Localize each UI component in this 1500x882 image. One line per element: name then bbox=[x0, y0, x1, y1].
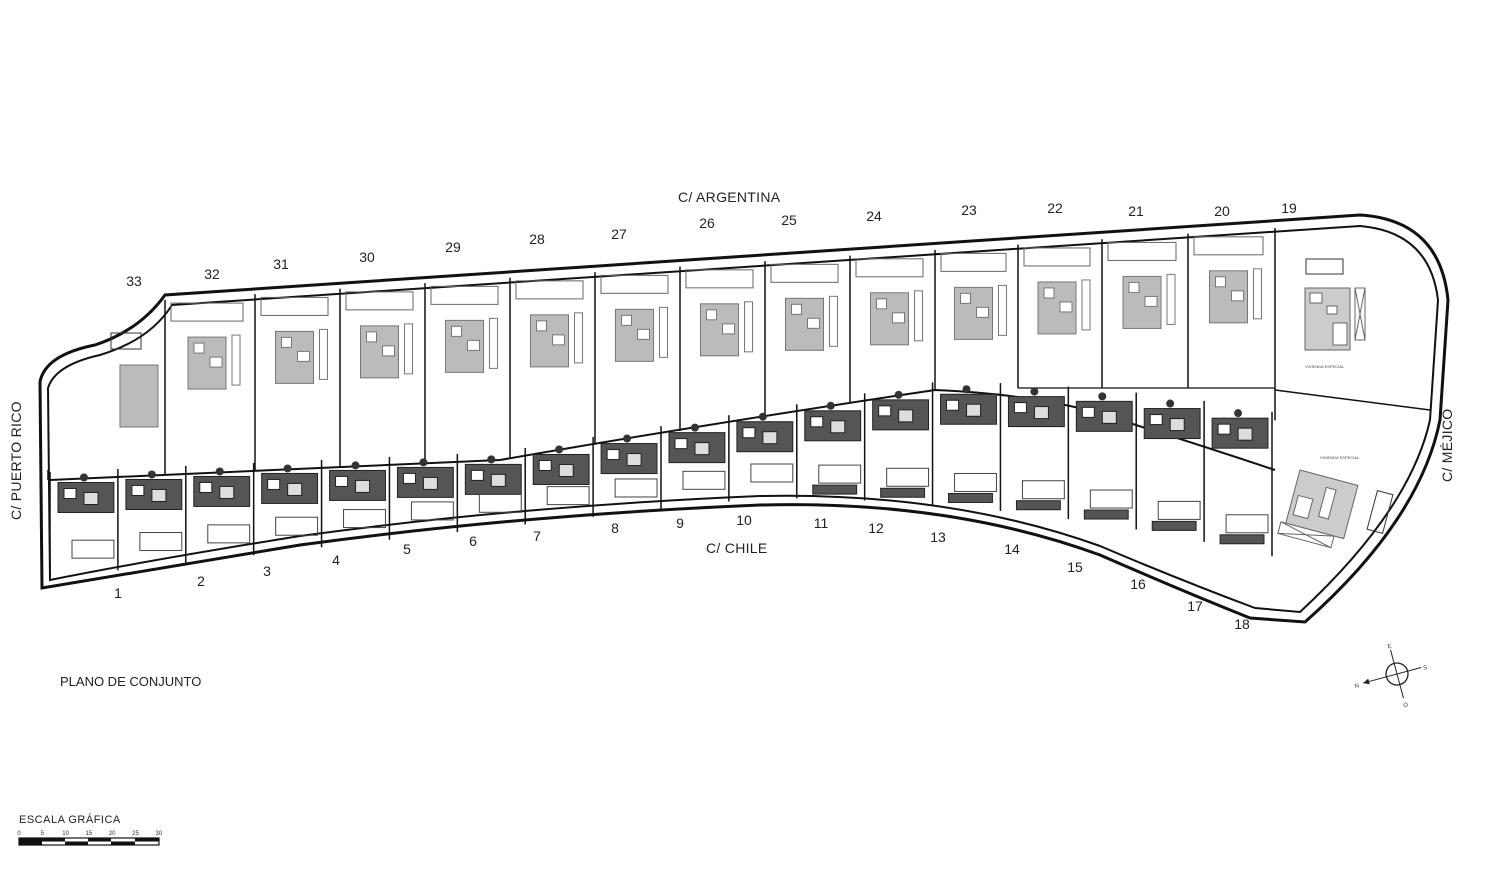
house-plan-top bbox=[515, 280, 584, 368]
house-plan-bottom bbox=[57, 473, 115, 559]
compass-e: E bbox=[1387, 644, 1392, 651]
lot-number: 30 bbox=[359, 249, 375, 265]
house-plan-bottom bbox=[668, 423, 726, 490]
lot-number: 27 bbox=[611, 226, 627, 242]
compass-o: O bbox=[1403, 702, 1409, 709]
lot-number: 26 bbox=[699, 215, 715, 231]
lot-number: 11 bbox=[814, 515, 829, 531]
house-plan-bottom bbox=[125, 470, 183, 552]
lot-number: 19 bbox=[1281, 200, 1297, 216]
graphic-scale: ESCALA GRÁFICA 0 5 10 15 20 25 30 bbox=[17, 813, 163, 846]
house-plan-top bbox=[1193, 236, 1264, 324]
house-plan-top bbox=[1023, 247, 1091, 335]
house-plan-bottom bbox=[804, 401, 862, 495]
house-plan-top bbox=[260, 296, 329, 384]
lot-number: 10 bbox=[736, 512, 752, 528]
house-plan-bottom bbox=[736, 412, 794, 483]
house-plan-bottom bbox=[872, 390, 930, 498]
house-plan-top bbox=[119, 364, 159, 428]
house-plan-bottom bbox=[329, 461, 386, 529]
house-plan-bottom bbox=[1075, 392, 1133, 520]
site-boundary-outer bbox=[38, 213, 1450, 624]
house-plan-top bbox=[1107, 241, 1177, 329]
street-label-west: C/ PUERTO RICO bbox=[8, 401, 24, 520]
lot-number: 4 bbox=[332, 552, 340, 568]
house-plan-bottom bbox=[532, 445, 590, 506]
compass-n: N bbox=[1354, 683, 1360, 690]
lot-number: 14 bbox=[1004, 541, 1020, 557]
special-house-bottom bbox=[1277, 469, 1359, 549]
lot-number: 12 bbox=[868, 520, 884, 536]
scale-tick-label: 15 bbox=[86, 831, 93, 837]
lot-number: 18 bbox=[1234, 616, 1250, 632]
house-plan-top bbox=[170, 302, 244, 390]
house-plan-bottom bbox=[1007, 387, 1065, 511]
street-label-east: C/ MÉJICO bbox=[1439, 409, 1455, 482]
scale-tick-label: 25 bbox=[132, 831, 139, 837]
house-plan-bottom bbox=[1211, 409, 1269, 545]
house-plan-bottom bbox=[600, 434, 658, 498]
house-plan-top bbox=[345, 291, 414, 379]
scale-title: ESCALA GRÁFICA bbox=[19, 813, 121, 826]
lot-number: 24 bbox=[866, 208, 882, 224]
compass-s: S bbox=[1423, 665, 1428, 672]
lot-number: 31 bbox=[273, 256, 289, 272]
house-plan-bottom bbox=[396, 458, 454, 521]
house-plan-bottom bbox=[1143, 399, 1201, 531]
street-label-south: C/ CHILE bbox=[706, 540, 768, 556]
plan-title: PLANO DE CONJUNTO bbox=[60, 674, 201, 689]
lot-number: 17 bbox=[1187, 598, 1203, 614]
house-plan-top bbox=[855, 258, 924, 346]
lot-number: 13 bbox=[930, 529, 946, 545]
lot-number: 15 bbox=[1067, 559, 1083, 575]
house-plan-top bbox=[770, 263, 839, 351]
lot-number: 29 bbox=[445, 239, 461, 255]
lot-number: 5 bbox=[403, 541, 411, 557]
lot-number: 22 bbox=[1047, 200, 1063, 216]
special-house-top bbox=[1304, 287, 1366, 351]
house-plan-top bbox=[600, 274, 669, 362]
scale-tick-label: 30 bbox=[155, 831, 162, 837]
house-plan-bottom bbox=[940, 385, 997, 503]
scale-tick-label: 20 bbox=[109, 831, 116, 837]
lot-number: 25 bbox=[781, 212, 797, 228]
special-house-label: VIVIENDA ESPECIAL bbox=[1320, 455, 1360, 460]
lot-number: 1 bbox=[114, 585, 122, 601]
scale-tick-label: 5 bbox=[41, 831, 45, 837]
lot-number: 23 bbox=[961, 202, 977, 218]
house-plan-top bbox=[685, 269, 754, 357]
lot-number: 21 bbox=[1128, 203, 1144, 219]
street-label-north: C/ ARGENTINA bbox=[678, 189, 781, 205]
lot-number: 33 bbox=[126, 273, 142, 289]
scale-tick-label: 10 bbox=[62, 831, 69, 837]
lot-number: 8 bbox=[611, 520, 619, 536]
scale-tick-label: 0 bbox=[17, 831, 21, 837]
lot-number: 28 bbox=[529, 231, 545, 247]
house-plan-top bbox=[940, 252, 1007, 340]
lot-number: 3 bbox=[263, 563, 271, 579]
house-plan-top bbox=[430, 285, 499, 373]
lot-number: 32 bbox=[204, 266, 220, 282]
house-plan-bottom bbox=[193, 467, 251, 544]
house-plan-bottom bbox=[464, 455, 522, 513]
lot-number: 9 bbox=[676, 515, 684, 531]
special-house-label: VIVIENDA ESPECIAL bbox=[1305, 364, 1345, 369]
lot-number: 2 bbox=[197, 573, 205, 589]
lot-number: 20 bbox=[1214, 203, 1230, 219]
plan-drawing: VIVIENDA ESPECIAL VIVIENDA ESPECIAL bbox=[38, 213, 1450, 624]
lot-number: 16 bbox=[1130, 576, 1146, 592]
north-arrow-compass: N S E O bbox=[1354, 644, 1428, 710]
house-plan-bottom bbox=[261, 464, 319, 536]
lot-number: 6 bbox=[469, 533, 477, 549]
lot-number: 7 bbox=[533, 528, 541, 544]
